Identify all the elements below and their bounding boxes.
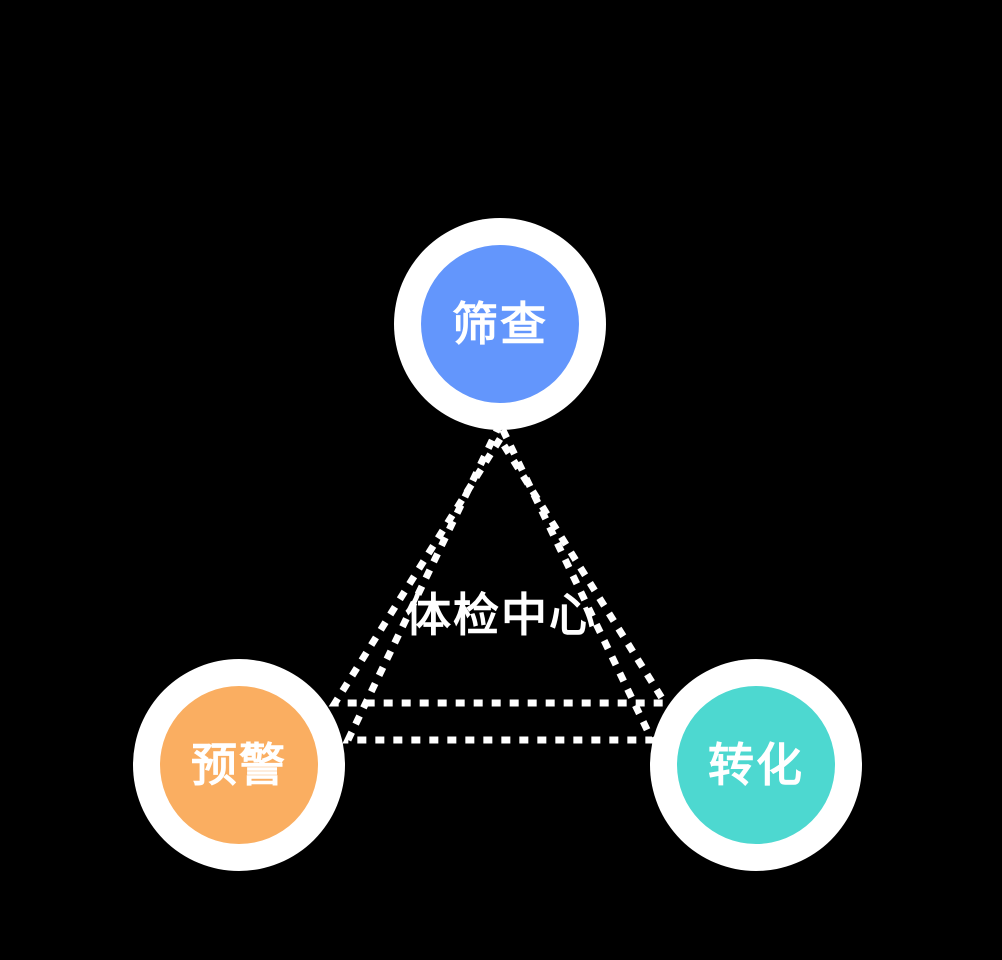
- node-conversion-label: 转化: [708, 738, 804, 792]
- node-alert[interactable]: 预警: [133, 659, 345, 871]
- node-screening[interactable]: 筛查: [394, 218, 606, 430]
- inner-triangle-connector: [328, 432, 672, 707]
- node-screening-disc: 筛查: [421, 245, 579, 403]
- outer-triangle-connector: [342, 415, 658, 744]
- node-conversion[interactable]: 转化: [650, 659, 862, 871]
- node-alert-label: 预警: [191, 738, 287, 792]
- node-alert-disc: 预警: [160, 686, 318, 844]
- center-caption: 体检中心: [405, 588, 597, 642]
- node-screening-label: 筛查: [452, 297, 548, 351]
- node-conversion-disc: 转化: [677, 686, 835, 844]
